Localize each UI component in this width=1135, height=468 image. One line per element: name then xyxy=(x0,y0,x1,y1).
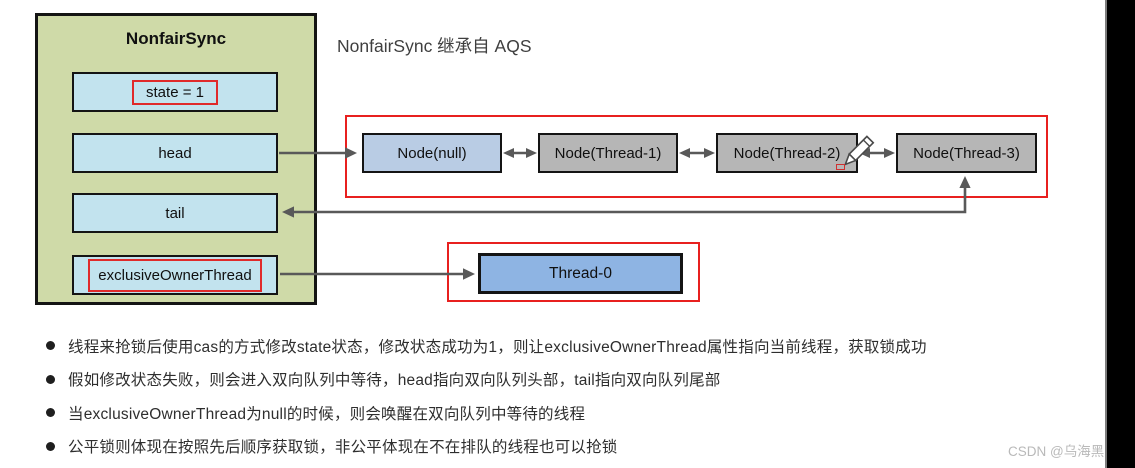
node-thread-3: Node(Thread-3) xyxy=(896,133,1037,173)
owner-highlight-box: exclusiveOwnerThread xyxy=(88,258,262,292)
class-title: NonfairSync xyxy=(125,29,227,48)
field-head: head xyxy=(72,133,278,173)
field-head-label: head xyxy=(158,144,192,162)
node-thread-1: Node(Thread-1) xyxy=(538,133,678,173)
bullet-item: 假如修改状态失败，则会进入双向队列中等待，head指向双向队列头部，tail指向… xyxy=(46,363,1101,397)
node-null-label: Node(null) xyxy=(397,144,467,162)
side-strip xyxy=(1105,0,1135,468)
bullet-dot-icon xyxy=(46,441,55,451)
bullet-dot-icon xyxy=(46,374,55,384)
node-null: Node(null) xyxy=(362,133,502,173)
field-tail-label: tail xyxy=(165,204,185,222)
bullet-dot-icon xyxy=(46,408,55,418)
bullet-item: 当exclusiveOwnerThread为null的时候，则会唤醒在双向队列中… xyxy=(46,396,1101,430)
node-thread-1-label: Node(Thread-1) xyxy=(554,144,662,162)
field-tail: tail xyxy=(72,193,278,233)
bullet-text: 当exclusiveOwnerThread为null的时候，则会唤醒在双向队列中… xyxy=(68,405,586,423)
watermark-text: CSDN @乌海黑 xyxy=(1008,444,1105,459)
bullet-item: 线程来抢锁后使用cas的方式修改state状态，修改状态成功为1，则让exclu… xyxy=(46,329,1101,363)
bullet-item: 公平锁则体现在按照先后顺序获取锁，非公平体现在不在排队的线程也可以抢锁 xyxy=(46,430,1101,464)
caption-text: NonfairSync 继承自 AQS xyxy=(337,36,532,56)
state-highlight-box: state = 1 xyxy=(132,79,218,105)
bullet-text: 公平锁则体现在按照先后顺序获取锁，非公平体现在不在排队的线程也可以抢锁 xyxy=(68,439,618,457)
node-thread-2: Node(Thread-2) xyxy=(716,133,858,173)
bullet-dot-icon xyxy=(46,341,55,351)
thread0-highlight-frame xyxy=(447,242,700,302)
bullet-text: 假如修改状态失败，则会进入双向队列中等待，head指向双向队列头部，tail指向… xyxy=(68,372,721,390)
field-exclusive-owner-thread: exclusiveOwnerThread xyxy=(72,255,278,295)
bullet-text: 线程来抢锁后使用cas的方式修改state状态，修改状态成功为1，则让exclu… xyxy=(68,338,927,356)
thread0-box: Thread-0 xyxy=(478,253,683,294)
bullet-list: 线程来抢锁后使用cas的方式修改state状态，修改状态成功为1，则让exclu… xyxy=(46,329,1101,463)
nonfairsync-class-box: NonfairSync state = 1 head tail exclusiv… xyxy=(35,13,317,305)
thread0-label: Thread-0 xyxy=(549,264,612,282)
field-owner-label: exclusiveOwnerThread xyxy=(98,266,252,284)
field-state: state = 1 xyxy=(72,72,278,112)
node-thread-3-label: Node(Thread-3) xyxy=(913,144,1020,162)
red-annotation-chip xyxy=(836,164,845,170)
node-thread-2-label: Node(Thread-2) xyxy=(733,144,841,162)
field-state-label: state = 1 xyxy=(146,83,204,101)
